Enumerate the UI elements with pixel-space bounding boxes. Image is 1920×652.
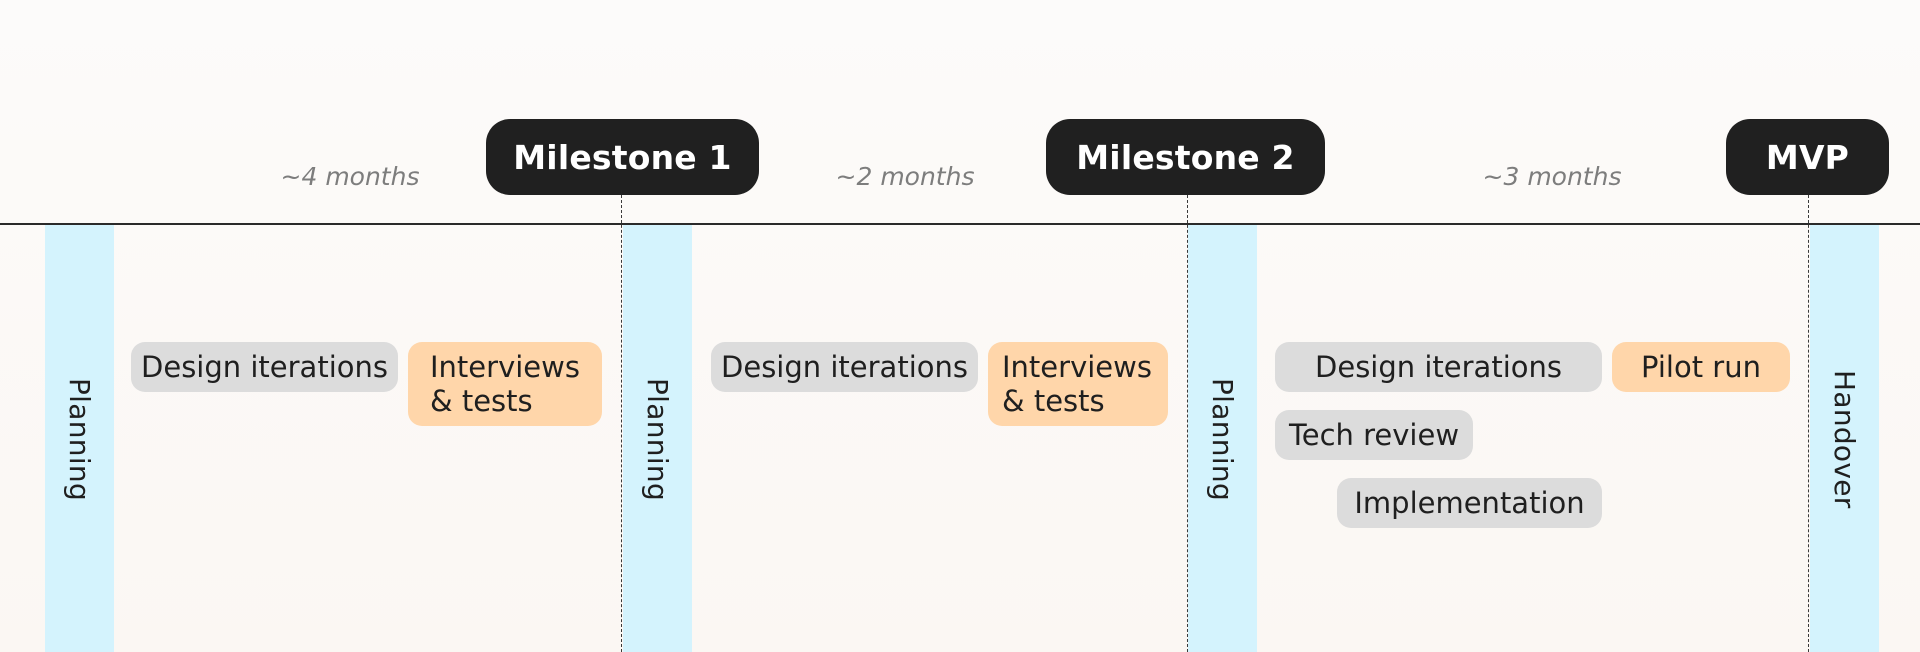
duration-2: ~2 months: [835, 162, 975, 191]
milestone-2-pill: Milestone 2: [1046, 119, 1325, 195]
milestone-2-line: [1187, 195, 1188, 652]
task-design-iterations-3: Design iterations: [1275, 342, 1602, 392]
duration-3: ~3 months: [1482, 162, 1622, 191]
task-implementation: Implementation: [1337, 478, 1602, 528]
planning-label-2: Planning: [641, 378, 674, 502]
timeline-axis: [0, 223, 1920, 225]
milestone-1-pill: Milestone 1: [486, 119, 759, 195]
handover-label: Handover: [1828, 370, 1861, 509]
planning-band-1: [45, 225, 114, 652]
handover-band: [1810, 225, 1879, 652]
planning-band-2: [623, 225, 692, 652]
task-design-iterations-2: Design iterations: [711, 342, 978, 392]
task-interviews-tests-2: Interviews & tests: [988, 342, 1168, 426]
planning-band-3: [1188, 225, 1257, 652]
milestone-1-line: [621, 195, 622, 652]
task-design-iterations-1: Design iterations: [131, 342, 398, 392]
task-tech-review: Tech review: [1275, 410, 1473, 460]
planning-label-3: Planning: [1206, 378, 1239, 502]
duration-1: ~4 months: [280, 162, 420, 191]
task-interviews-tests-1: Interviews & tests: [408, 342, 602, 426]
task-pilot-run: Pilot run: [1612, 342, 1790, 392]
planning-label-1: Planning: [63, 378, 96, 502]
mvp-pill: MVP: [1726, 119, 1889, 195]
mvp-line: [1808, 195, 1809, 652]
